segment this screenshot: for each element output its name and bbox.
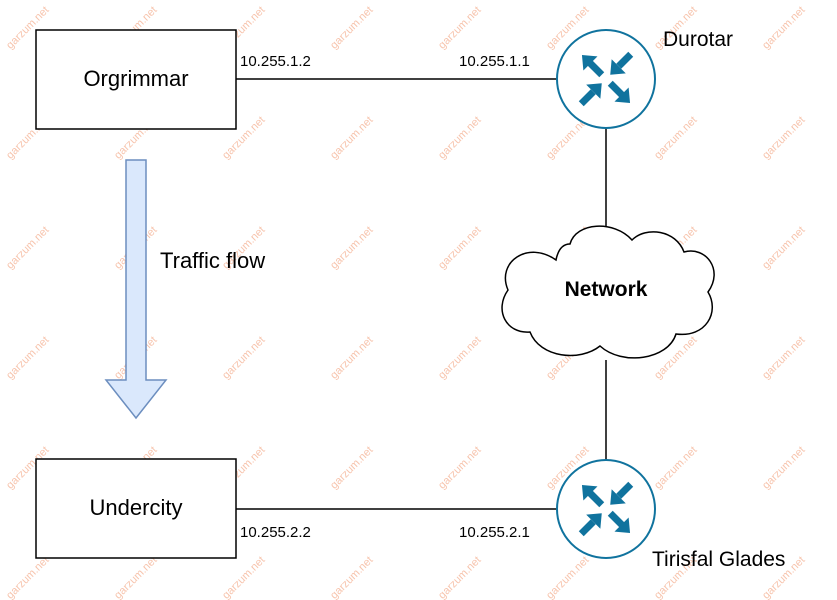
- router-tirisfal[interactable]: [556, 459, 656, 559]
- watermark-text: garzum.net: [652, 444, 699, 491]
- watermark-text: garzum.net: [4, 554, 51, 600]
- watermark-text: garzum.net: [436, 334, 483, 381]
- watermark-text: garzum.net: [328, 4, 375, 51]
- watermark-text: garzum.net: [760, 334, 807, 381]
- watermark-text: garzum.net: [328, 444, 375, 491]
- watermark-text: garzum.net: [112, 554, 159, 600]
- router-durotar-label: Durotar: [663, 28, 733, 51]
- watermark-text: garzum.net: [220, 334, 267, 381]
- network-cloud[interactable]: Network: [501, 225, 715, 359]
- ip-tirisfal: 10.255.2.1: [459, 524, 530, 541]
- watermark-text: garzum.net: [652, 114, 699, 161]
- watermark-text: garzum.net: [760, 4, 807, 51]
- host-orgrimmar[interactable]: Orgrimmar: [35, 29, 237, 130]
- watermark-text: garzum.net: [436, 444, 483, 491]
- watermark-text: garzum.net: [4, 224, 51, 271]
- ip-orgrimmar: 10.255.1.2: [240, 53, 311, 70]
- network-cloud-label: Network: [565, 278, 648, 301]
- watermark-text: garzum.net: [436, 4, 483, 51]
- host-orgrimmar-label: Orgrimmar: [83, 66, 188, 91]
- watermark-text: garzum.net: [328, 114, 375, 161]
- watermark-text: garzum.net: [760, 444, 807, 491]
- watermark-text: garzum.net: [436, 224, 483, 271]
- watermark-text: garzum.net: [436, 114, 483, 161]
- traffic-flow-arrow: [104, 159, 168, 420]
- traffic-flow-label: Traffic flow: [160, 248, 265, 273]
- watermark-text: garzum.net: [328, 334, 375, 381]
- host-undercity[interactable]: Undercity: [35, 458, 237, 559]
- watermark-text: garzum.net: [328, 224, 375, 271]
- host-undercity-label: Undercity: [90, 495, 183, 520]
- watermark-text: garzum.net: [4, 334, 51, 381]
- watermark-text: garzum.net: [760, 114, 807, 161]
- ip-undercity: 10.255.2.2: [240, 524, 311, 541]
- watermark-text: garzum.net: [760, 224, 807, 271]
- router-icon: [578, 51, 634, 107]
- router-durotar[interactable]: [556, 29, 656, 129]
- watermark-text: garzum.net: [328, 554, 375, 600]
- router-tirisfal-label: Tirisfal Glades: [652, 548, 785, 571]
- watermark-text: garzum.net: [544, 554, 591, 600]
- ip-durotar: 10.255.1.1: [459, 53, 530, 70]
- router-icon: [578, 481, 634, 537]
- watermark-text: garzum.net: [220, 554, 267, 600]
- watermark-text: garzum.net: [436, 554, 483, 600]
